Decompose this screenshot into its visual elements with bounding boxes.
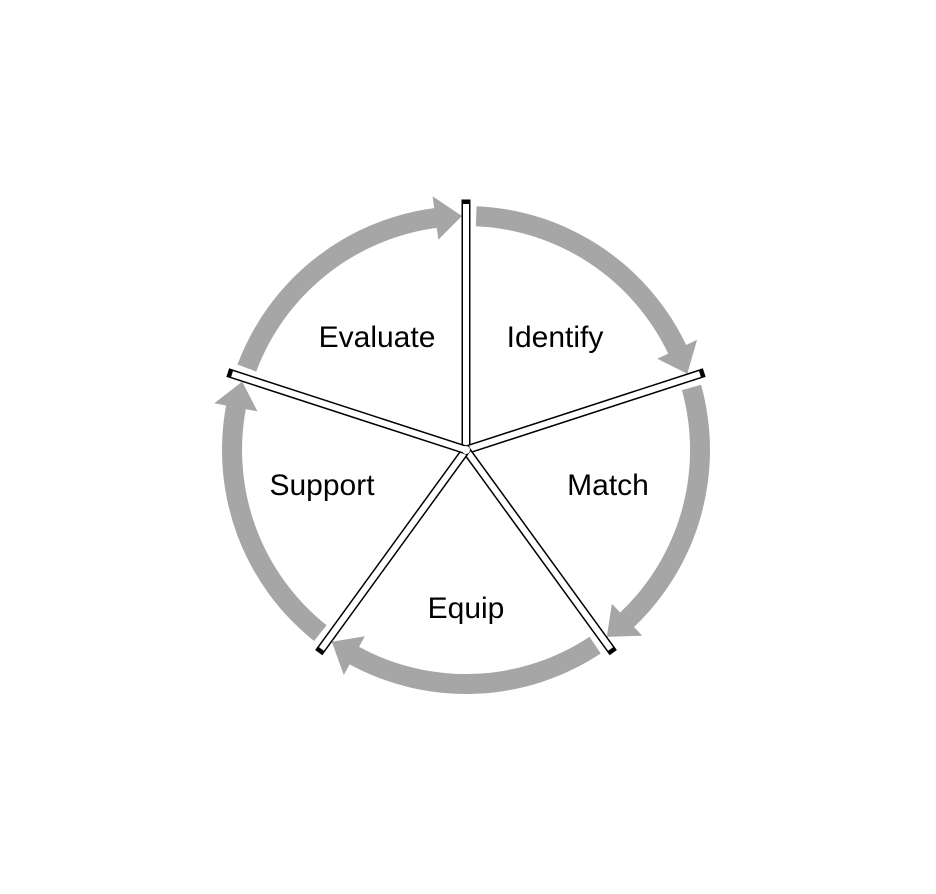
segment-divider xyxy=(466,371,701,453)
step-label-equip: Equip xyxy=(427,592,505,625)
segment-divider xyxy=(318,449,468,651)
cycle-arrow-evaluate xyxy=(237,196,462,372)
cycle-arrow-match xyxy=(606,384,710,637)
step-label-support: Support xyxy=(269,469,375,502)
cycle-arrow-support xyxy=(214,381,327,641)
segment-divider xyxy=(464,449,614,651)
segment-divider xyxy=(231,371,466,453)
step-label-evaluate: Evaluate xyxy=(318,321,436,354)
cycle-arrow-identify xyxy=(475,206,698,374)
step-label-match: Match xyxy=(567,469,649,502)
cycle-arrow-equip xyxy=(331,636,601,694)
center-hub xyxy=(462,446,470,454)
step-label-identify: Identify xyxy=(506,321,604,354)
